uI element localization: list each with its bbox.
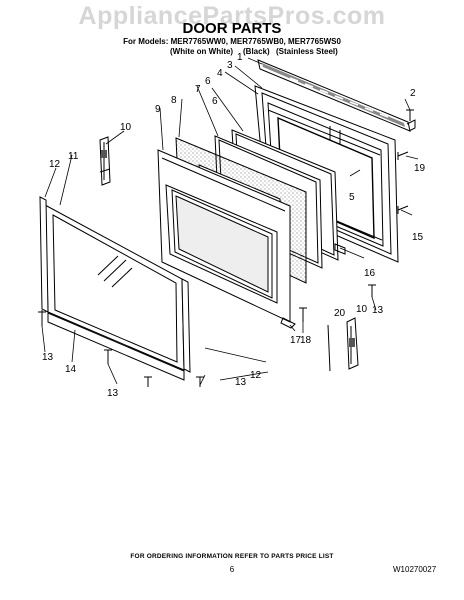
finish-label-black: (Black) [243, 47, 270, 56]
callout-20: 20 [334, 308, 346, 319]
callout-17: 17 [290, 335, 302, 346]
callout-13c: 13 [235, 377, 247, 388]
callout-10b: 10 [356, 304, 368, 315]
models-line: For Models: MER7765WW0, MER7765WB0, MER7… [123, 37, 341, 46]
callout-12b: 12 [250, 370, 262, 381]
screw-part-2 [406, 109, 414, 121]
page-number: 6 [229, 565, 235, 574]
leader-lines [41, 57, 419, 386]
screw-part-13 [38, 284, 376, 387]
callout-13d: 13 [372, 305, 384, 316]
side-trim-left [39, 196, 49, 313]
page-title: DOOR PARTS [182, 20, 282, 37]
callout-19: 19 [414, 163, 426, 174]
callout-4: 4 [217, 68, 223, 79]
bracket-part-16 [334, 243, 346, 255]
callout-5: 5 [349, 192, 355, 203]
door-frame [157, 149, 291, 323]
hinge-left [99, 136, 111, 186]
hinge-right [346, 317, 359, 370]
callout-8: 8 [171, 95, 177, 106]
callout-3: 3 [227, 60, 233, 71]
finish-label-white: (White on White) [170, 47, 234, 56]
callout-1: 1 [237, 52, 243, 63]
callout-14: 14 [65, 364, 77, 375]
callout-2: 2 [410, 88, 416, 99]
watermark: AppliancePartsPros.com [78, 2, 386, 30]
screw-part-18 [299, 307, 307, 322]
callout-13b: 13 [107, 388, 119, 399]
callout-7: 7 [195, 84, 201, 95]
callout-10a: 10 [120, 122, 132, 133]
callout-16: 16 [364, 268, 376, 279]
document-code: W10270027 [393, 565, 437, 574]
screw-part-15 [397, 205, 409, 214]
callout-11: 11 [68, 151, 79, 162]
callout-labels: 1 2 3 4 5 6 6 7 8 9 10 10 11 12 12 13 13… [42, 52, 426, 399]
bottom-trim [47, 312, 185, 381]
finish-label-stainless: (Stainless Steel) [276, 47, 338, 56]
callout-12a: 12 [49, 159, 61, 170]
callout-18: 18 [300, 335, 312, 346]
callout-9: 9 [155, 104, 161, 115]
clip-part-17 [280, 317, 296, 329]
callout-15: 15 [412, 232, 424, 243]
side-trim-right [181, 278, 191, 373]
ordering-info-note: FOR ORDERING INFORMATION REFER TO PARTS … [130, 553, 334, 560]
rod-part-20 [327, 324, 331, 372]
callout-6b: 6 [212, 96, 218, 107]
screw-part-19 [397, 151, 409, 160]
vent-trim-part [257, 59, 416, 132]
callout-13a: 13 [42, 352, 54, 363]
callout-6a: 6 [205, 76, 211, 87]
